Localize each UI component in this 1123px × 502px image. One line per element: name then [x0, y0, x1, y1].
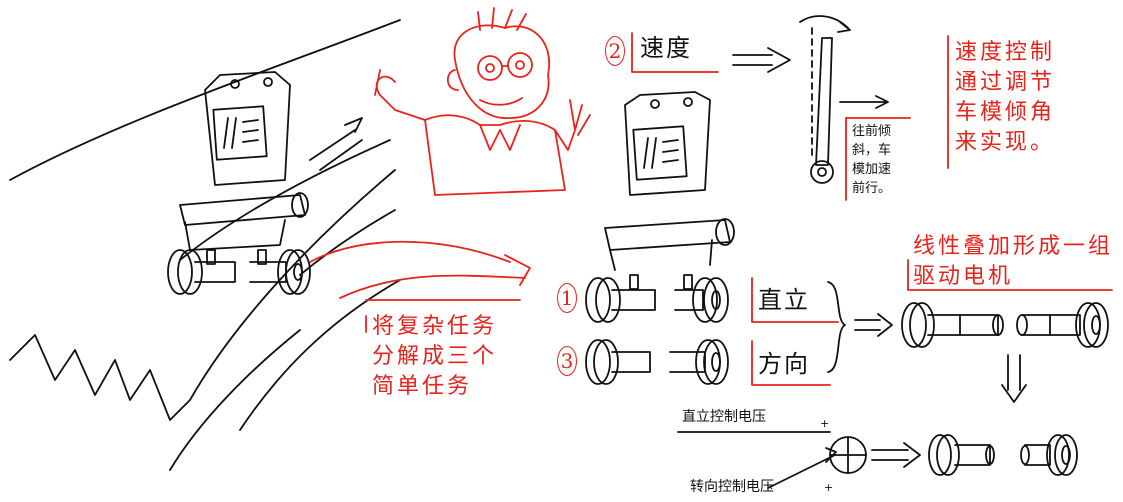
plus-sign-bottom: + — [824, 481, 834, 494]
summation-node — [677, 431, 921, 489]
direction-label: 方向 — [758, 350, 810, 378]
robot-car-left — [167, 71, 311, 295]
superpose-note: 线性叠加形成一组 驱动电机 — [913, 234, 1114, 289]
speed-control-note: 速度控制 通过调节 车模倾角 来实现。 — [955, 40, 1056, 155]
steer-voltage-label: 转向控制电压 — [690, 479, 774, 495]
tilt-forward-note: 往前倾 斜，车 模加速 前行。 — [852, 124, 892, 196]
plus-sign-top: + — [820, 417, 830, 430]
upright-voltage-label: 直立控制电压 — [682, 409, 766, 425]
tilt-pendulum — [799, 15, 911, 201]
upright-label: 直立 — [758, 286, 810, 314]
decompose-note: 将复杂任务 分解成三个 简单任务 — [372, 314, 498, 399]
step-2-number: 2 — [605, 36, 625, 66]
teacher-cartoon — [374, 7, 591, 196]
red-curved-arrow — [309, 240, 531, 299]
drive-motors-top — [901, 302, 1109, 348]
speed-arrow — [732, 47, 791, 73]
drive-motors-bottom — [928, 434, 1078, 476]
brace — [827, 281, 893, 373]
label-brackets — [365, 32, 1113, 386]
speed-label: 速度 — [640, 34, 692, 62]
step-1-number: 1 — [557, 283, 577, 313]
step-3-number: 3 — [557, 346, 577, 376]
down-arrow — [1001, 354, 1027, 403]
track-drawing — [9, 19, 401, 471]
robot-car-center — [585, 91, 735, 385]
